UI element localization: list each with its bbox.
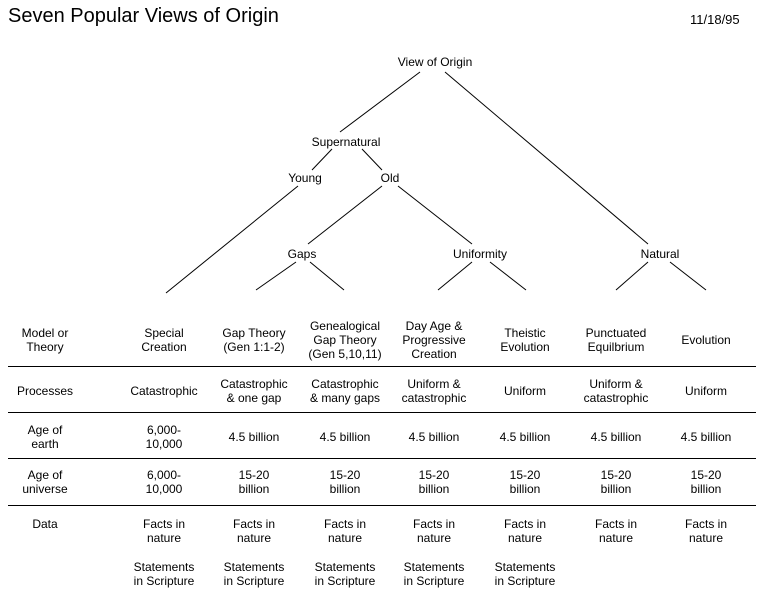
table-cell: 15-20 billion — [418, 468, 450, 496]
header-col-1: Special Creation — [141, 326, 187, 354]
table-cell: Uniform — [684, 384, 728, 398]
row-label-age-of-universe: Age of universe — [22, 468, 68, 496]
edge-old-gaps — [307, 185, 383, 245]
row-divider — [8, 458, 756, 459]
table-cell: Catastrophic — [130, 384, 198, 398]
table-cell: Facts in nature — [142, 517, 186, 545]
table-cell: 4.5 billion — [228, 430, 280, 444]
table-cell: Facts in nature — [503, 517, 547, 545]
table-cell: Facts in nature — [323, 517, 367, 545]
edge-gaps-right — [309, 261, 345, 291]
header-col-4: Day Age & Progressive Creation — [402, 319, 466, 361]
page-title: Seven Popular Views of Origin — [8, 5, 279, 27]
table-cell: 4.5 billion — [680, 430, 732, 444]
edge-root-supernatural — [339, 71, 421, 133]
node-young: Young — [288, 171, 322, 185]
table-cell: Facts in nature — [594, 517, 638, 545]
table-cell: Facts in nature — [684, 517, 728, 545]
edge-root-natural — [444, 71, 649, 245]
node-view-of-origin: View of Origin — [397, 55, 473, 69]
header-model-label: Model or Theory — [21, 326, 69, 354]
date-label: 11/18/95 — [690, 12, 740, 27]
table-cell: 4.5 billion — [499, 430, 551, 444]
header-col-7: Evolution — [681, 333, 731, 347]
table-cell: 15-20 billion — [238, 468, 270, 496]
table-cell: 15-20 billion — [329, 468, 361, 496]
node-uniformity: Uniformity — [452, 247, 508, 261]
edge-supernatural-young — [311, 148, 333, 171]
table-cell: 6,000- 10,000 — [145, 423, 183, 451]
row-divider — [8, 505, 756, 506]
edge-young-special — [165, 185, 299, 294]
header-col-2: Gap Theory (Gen 1:1-2) — [222, 326, 286, 354]
edge-gaps-left — [255, 261, 297, 291]
table-cell: 15-20 billion — [509, 468, 541, 496]
header-col-5: Theistic Evolution — [500, 326, 550, 354]
node-old: Old — [380, 171, 400, 185]
table-cell: 4.5 billion — [590, 430, 642, 444]
row-divider — [8, 366, 756, 367]
edge-natural-right — [669, 261, 707, 291]
table-cell: 4.5 billion — [319, 430, 371, 444]
edge-old-uniformity — [397, 185, 473, 245]
table-cell: Statements in Scripture — [403, 560, 465, 588]
edge-natural-left — [615, 261, 649, 291]
edge-uniformity-left — [437, 261, 473, 291]
row-label-processes: Processes — [16, 384, 74, 398]
table-cell: 15-20 billion — [690, 468, 722, 496]
table-cell: Statements in Scripture — [494, 560, 556, 588]
row-label-age-of-earth: Age of earth — [27, 423, 63, 451]
node-natural: Natural — [640, 247, 680, 261]
table-cell: Uniform & catastrophic — [401, 377, 467, 405]
table-cell: Facts in nature — [412, 517, 456, 545]
row-label-data: Data — [32, 517, 58, 531]
table-cell: 6,000- 10,000 — [145, 468, 183, 496]
row-divider — [8, 412, 756, 413]
table-cell: Statements in Scripture — [133, 560, 195, 588]
table-cell: Facts in nature — [232, 517, 276, 545]
table-cell: 4.5 billion — [408, 430, 460, 444]
node-supernatural: Supernatural — [311, 135, 381, 149]
node-gaps: Gaps — [287, 247, 317, 261]
table-cell: Statements in Scripture — [314, 560, 376, 588]
edge-supernatural-old — [361, 148, 383, 171]
table-cell: 15-20 billion — [600, 468, 632, 496]
header-col-3: Genealogical Gap Theory (Gen 5,10,11) — [308, 319, 382, 361]
table-cell: Uniform & catastrophic — [583, 377, 649, 405]
edge-uniformity-right — [489, 261, 527, 291]
table-cell: Catastrophic & many gaps — [309, 377, 381, 405]
table-cell: Catastrophic & one gap — [220, 377, 288, 405]
table-cell: Statements in Scripture — [223, 560, 285, 588]
table-cell: Uniform — [503, 384, 547, 398]
header-col-6: Punctuated Equilbrium — [585, 326, 647, 354]
